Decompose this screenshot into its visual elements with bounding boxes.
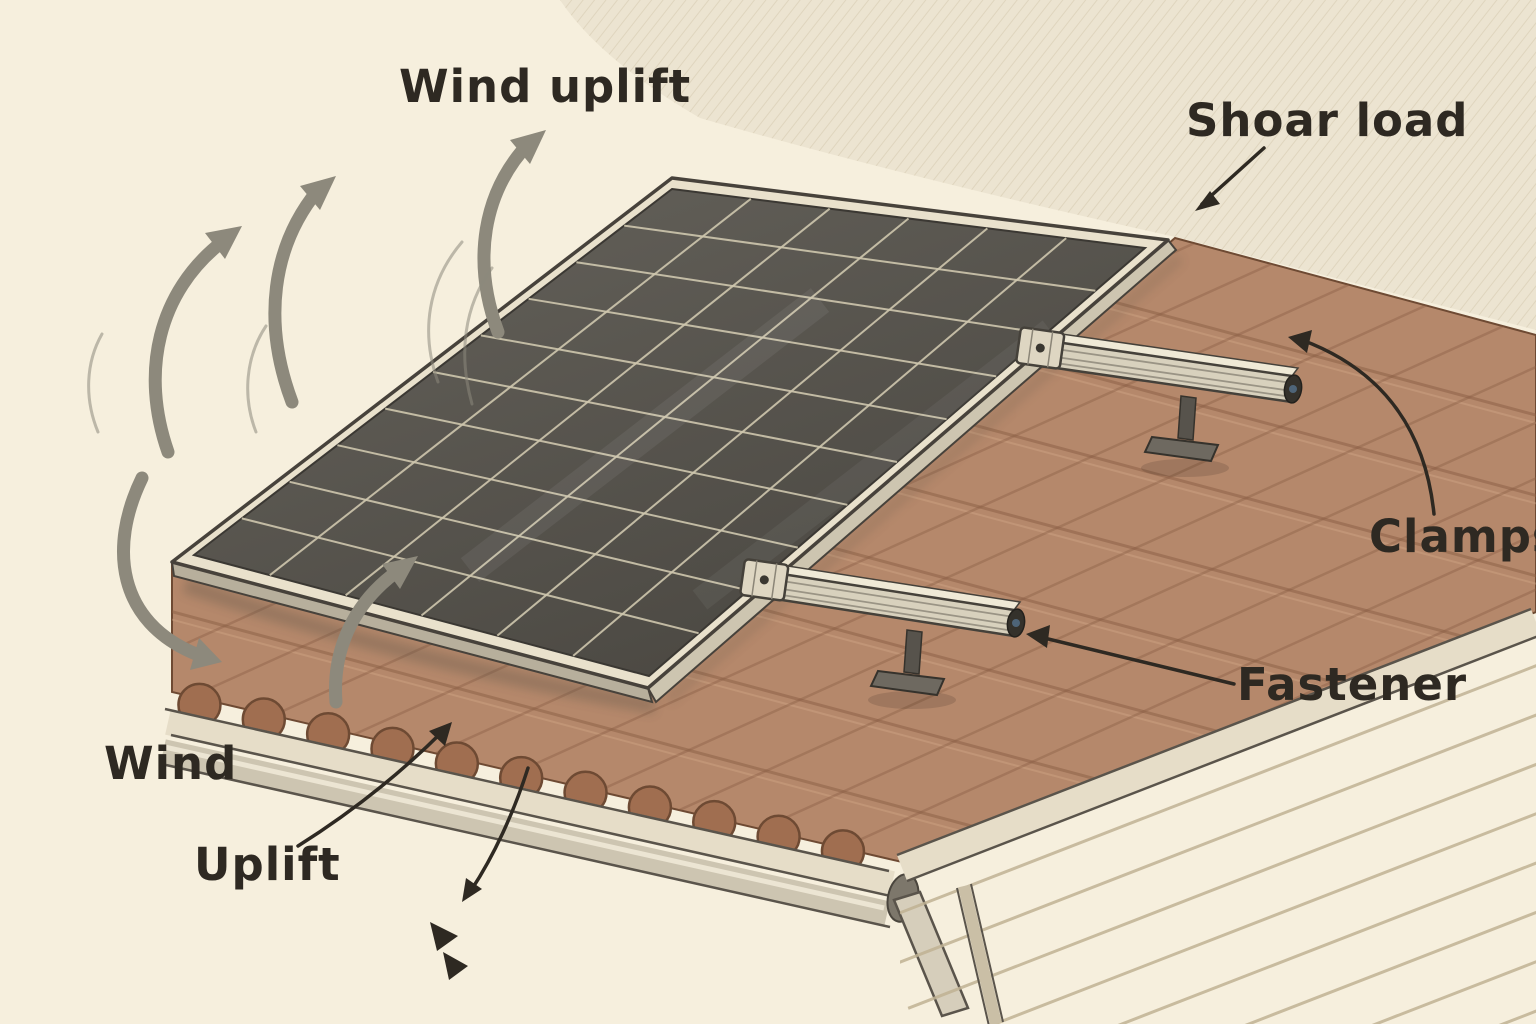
mounting-rail-upper bbox=[1015, 326, 1303, 463]
label-clamps: Clamps bbox=[1369, 510, 1536, 563]
fastener-foot-upper bbox=[1177, 395, 1197, 441]
clamp-lower bbox=[739, 558, 790, 602]
label-shear-load: Shoar load bbox=[1186, 94, 1469, 147]
chevron-mark bbox=[430, 922, 458, 951]
gutter bbox=[159, 707, 970, 1018]
label-wind: Wind bbox=[104, 737, 238, 790]
fastener-foot-lower bbox=[903, 629, 923, 675]
label-wind-uplift: Wind uplift bbox=[399, 60, 692, 113]
wind-uplift-arrows bbox=[87, 130, 546, 459]
label-uplift: Uplift bbox=[194, 838, 341, 891]
uplift-under-panel-arrow bbox=[329, 556, 418, 709]
downspout bbox=[892, 890, 970, 1018]
wind-arrow bbox=[117, 471, 222, 670]
clamps-arrow bbox=[1300, 338, 1436, 516]
house-corner bbox=[896, 607, 1536, 1024]
uplift-arrow bbox=[296, 728, 446, 848]
clamp-upper bbox=[1015, 326, 1066, 370]
panel-cell-grid bbox=[241, 198, 1096, 657]
siding bbox=[900, 646, 1536, 1024]
panel-shadow bbox=[182, 254, 1229, 714]
label-fastener: Fastener bbox=[1237, 658, 1468, 711]
fastener-arrow bbox=[1034, 634, 1236, 686]
downforce-arrow bbox=[468, 766, 530, 894]
callout-arrows bbox=[296, 146, 1436, 980]
mounting-rail-lower bbox=[739, 558, 1026, 697]
pencil-shading bbox=[560, 0, 1536, 330]
chevron-mark bbox=[443, 952, 468, 980]
